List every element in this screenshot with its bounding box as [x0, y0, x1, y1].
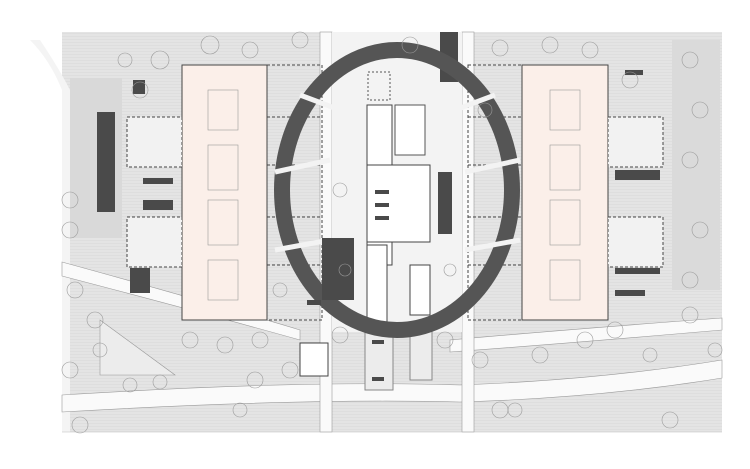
- ring: [274, 42, 520, 338]
- dark-blocks: [97, 70, 660, 381]
- ring-cuts: [274, 92, 521, 253]
- left-building: [126, 64, 323, 321]
- right-building: [467, 64, 664, 321]
- trees: [61, 31, 723, 434]
